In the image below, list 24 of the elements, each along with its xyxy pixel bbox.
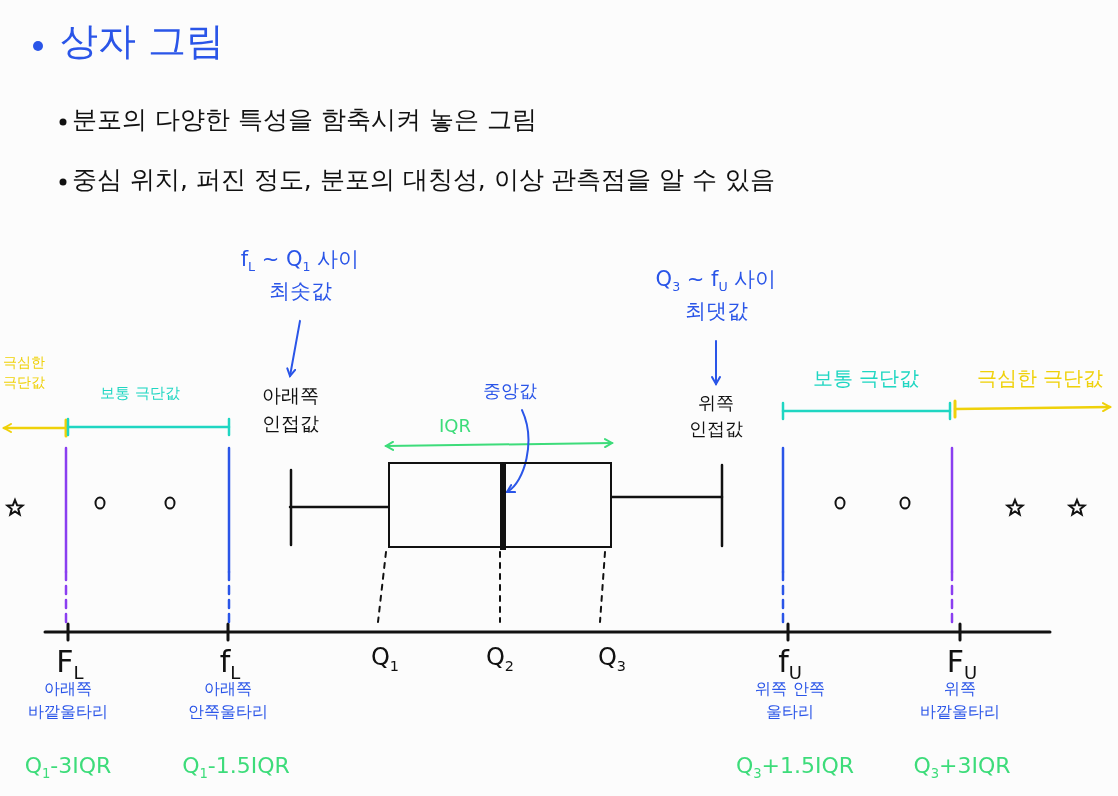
formula-label: Q$_{3}$+3IQR <box>912 752 1012 784</box>
annotation-text: Q$_{3}$ ~ f$_{U}$ 사이 최댓값 <box>651 264 781 327</box>
quartile-box <box>388 462 612 548</box>
axis-label: Q$_{2}$ <box>484 642 515 676</box>
arrow <box>506 409 530 493</box>
whisker-label: 위쪽 인접값 <box>685 390 747 443</box>
arrow <box>711 339 721 385</box>
title: 상자 그림 <box>60 18 225 65</box>
whisker-label: 아래쪽 인접값 <box>257 382 323 438</box>
formula-label: Q$_{1}$-1.5IQR <box>181 752 291 784</box>
arrow <box>286 319 301 377</box>
annotation-text: f$_{L}$ ~ Q$_{1}$ 사이 최솟값 <box>240 244 360 307</box>
range-label: 보통 극단값 <box>811 365 921 392</box>
bullet-text: 분포의 다양한 특성을 함축시켜 놓은 그림 <box>72 104 537 136</box>
bullet-text: 중심 위치, 퍼진 정도, 분포의 대칭성, 이상 관측점을 알 수 있음 <box>72 164 776 196</box>
range-label: 극심한 극단값 <box>2 353 46 393</box>
formula-label: Q$_{1}$-3IQR <box>23 752 113 784</box>
axis-label: Q$_{3}$ <box>596 642 627 676</box>
range-label: 극심한 극단값 <box>975 365 1105 392</box>
range-label: IQR <box>438 414 472 438</box>
annotation-text: 중앙값 <box>470 378 550 405</box>
axis-label: Q$_{1}$ <box>369 642 400 676</box>
formula-label: Q$_{3}$+1.5IQR <box>734 752 856 784</box>
range-label: 보통 극단값 <box>99 383 181 404</box>
